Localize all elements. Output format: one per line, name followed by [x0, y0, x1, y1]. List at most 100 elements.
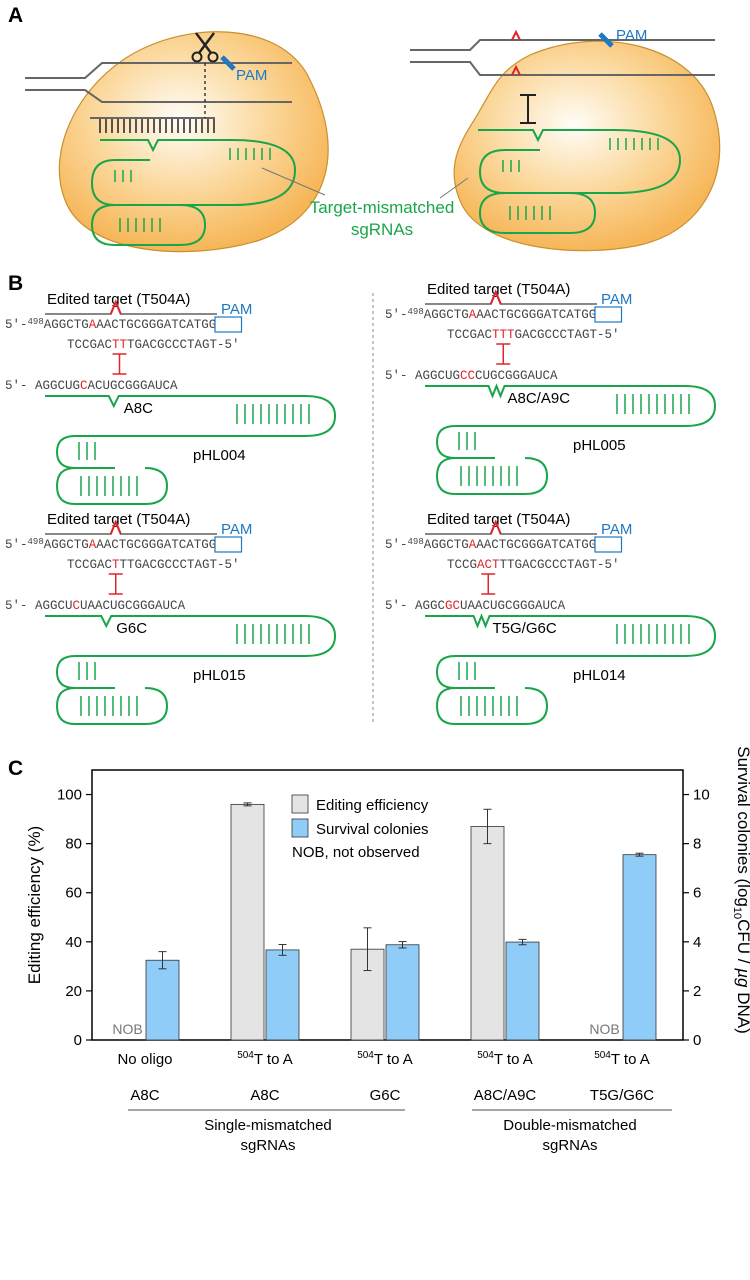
y2-tick-label: 0 — [693, 1032, 701, 1049]
edit-peak — [109, 299, 122, 315]
sgrna-label: A8C — [130, 1087, 159, 1104]
construct-4: Edited target (T504A)PAM5'-498AGGCTGAAAC… — [385, 511, 717, 725]
edit-peak — [109, 519, 122, 535]
bar-survival-colonies — [385, 944, 420, 1041]
sgrna-sequence: 5'- AGGCUGCCCUGCGGGAUCA — [385, 369, 558, 383]
construct-1: Edited target (T504A) PAM 5'-498AGGCTGAAAC… — [5, 291, 337, 505]
pam-label: PAM — [221, 521, 252, 538]
bar-survival-colonies — [622, 854, 657, 1041]
construct-title: Edited target (T504A) — [47, 511, 190, 528]
pam-box — [214, 536, 243, 553]
mutation-label: A8C — [124, 400, 153, 417]
pam-mark-left — [220, 55, 236, 71]
y2-tick-label: 4 — [693, 934, 701, 951]
pam-label-left: PAM — [236, 67, 267, 84]
bar-editing-efficiency — [470, 826, 505, 1041]
group-label-double-1: Double-mismatched — [503, 1117, 636, 1134]
sgrna-left — [90, 139, 297, 206]
y-axis-label: Editing efficiency (%) — [25, 826, 44, 984]
y-tick-label: 40 — [65, 934, 82, 951]
panel-b-label: B — [8, 272, 23, 295]
complementary-sequence: TCCGACTTTGACGCCCTAGT-5' — [447, 558, 620, 572]
legend-swatch-survival — [291, 818, 309, 838]
y-tick-label: 60 — [65, 885, 82, 902]
y2-tick-label: 6 — [693, 885, 701, 902]
sgrna-sequence: 5'- AGGCUCUAACUGCGGGAUCA — [5, 599, 186, 613]
group-label-double-2: sgRNAs — [542, 1137, 597, 1154]
legend-editing: Editing efficiency — [316, 797, 429, 814]
category-label: 504T to A — [237, 1050, 293, 1068]
pam-mark-right — [598, 32, 614, 48]
sgrna-loop — [435, 687, 549, 725]
group-label-single-2: sgRNAs — [240, 1137, 295, 1154]
block-symbol — [520, 94, 536, 124]
construct-title: Edited target (T504A) — [47, 291, 190, 308]
target-strand-ticks — [99, 118, 215, 133]
panel-c-label: C — [8, 757, 23, 780]
dna-strand-bottom — [25, 89, 292, 103]
y2-tick-label: 2 — [693, 983, 701, 1000]
sgrna-loop — [55, 687, 169, 725]
y2-tick-label: 10 — [693, 787, 710, 804]
pam-label: PAM — [221, 301, 252, 318]
panel-a-left-cell: PAM — [25, 31, 329, 253]
bar-editing-efficiency — [230, 803, 265, 1041]
sgrna-label: G6C — [370, 1087, 401, 1104]
pam-label: PAM — [601, 521, 632, 538]
pam-box — [594, 306, 623, 323]
mutation-label: A8C/A9C — [508, 390, 571, 407]
mutation-label: T5G/G6C — [493, 620, 557, 637]
nob-label: NOB — [589, 1021, 619, 1037]
target-sequence: 5'-498AGGCTGAAACTGCGGGATCATGG — [385, 307, 596, 322]
leader-line-left — [261, 167, 326, 196]
pam-label-right: PAM — [616, 27, 647, 44]
y-tick-label: 20 — [65, 983, 82, 1000]
legend-swatch-editing — [291, 794, 309, 814]
target-sequence: 5'-498AGGCTGAAACTGCGGGATCATGG — [5, 537, 216, 552]
sgrna-label: T5G/G6C — [590, 1087, 654, 1104]
y-tick-label: 0 — [74, 1032, 82, 1049]
complementary-sequence: TCCGACTTTGACGCCCTAGT-5' — [67, 558, 240, 572]
sgrna-label: A8C — [250, 1087, 279, 1104]
plasmid-label: pHL015 — [193, 667, 246, 684]
mutation-mark — [511, 29, 521, 41]
category-label: 504T to A — [594, 1050, 650, 1068]
bar-survival-colonies — [505, 941, 540, 1041]
category-label: 504T to A — [357, 1050, 413, 1068]
panel-b-constructs: Edited target (T504A) PAM 5'-498AGGCTGAAAC… — [5, 281, 717, 725]
sgrna-loop — [55, 467, 169, 505]
y2-tick-label: 8 — [693, 836, 701, 853]
panel-a-label: A — [8, 4, 23, 27]
legend-survival: Survival colonies — [316, 821, 429, 838]
plasmid-label: pHL014 — [573, 667, 626, 684]
sgrna-backbone — [45, 395, 337, 469]
sgrna-backbone — [425, 383, 717, 459]
group-label-single-1: Single-mismatched — [204, 1117, 332, 1134]
y-tick-label: 100 — [57, 787, 82, 804]
construct-title: Edited target (T504A) — [427, 281, 570, 298]
construct-2: Edited target (T504A) PAM 5'-498AGGCTGAAAC… — [385, 281, 717, 495]
sgrna-backbone — [425, 613, 717, 689]
leader-line-right — [439, 177, 469, 199]
plasmid-label: pHL004 — [193, 447, 246, 464]
sgrna-label: A8C/A9C — [474, 1087, 537, 1104]
complementary-sequence: TCCGACTTTGACGCCCTAGT-5' — [67, 338, 240, 352]
bar-survival-colonies — [145, 959, 180, 1041]
category-label: No oligo — [117, 1051, 172, 1068]
plasmid-label: pHL005 — [573, 437, 626, 454]
target-sequence: 5'-498AGGCTGAAACTGCGGGATCATGG — [5, 317, 216, 332]
panel-a-right-cell: PAM — [410, 27, 721, 252]
nob-label: NOB — [112, 1021, 142, 1037]
edit-peak — [489, 519, 502, 535]
y-tick-label: 80 — [65, 836, 82, 853]
mismatched-label-2: sgRNAs — [351, 220, 413, 239]
pam-label: PAM — [601, 291, 632, 308]
construct-title: Edited target (T504A) — [427, 511, 570, 528]
sgrna-right — [478, 129, 682, 194]
complementary-sequence: TCCGACTTTGACGCCCTAGT-5' — [447, 328, 620, 342]
edit-peak — [489, 289, 502, 305]
bar-survival-colonies — [265, 949, 300, 1041]
sgrna-loop — [435, 457, 549, 495]
sgrna-sequence: 5'- AGGCGCUAACUGCGGGAUCA — [385, 599, 566, 613]
